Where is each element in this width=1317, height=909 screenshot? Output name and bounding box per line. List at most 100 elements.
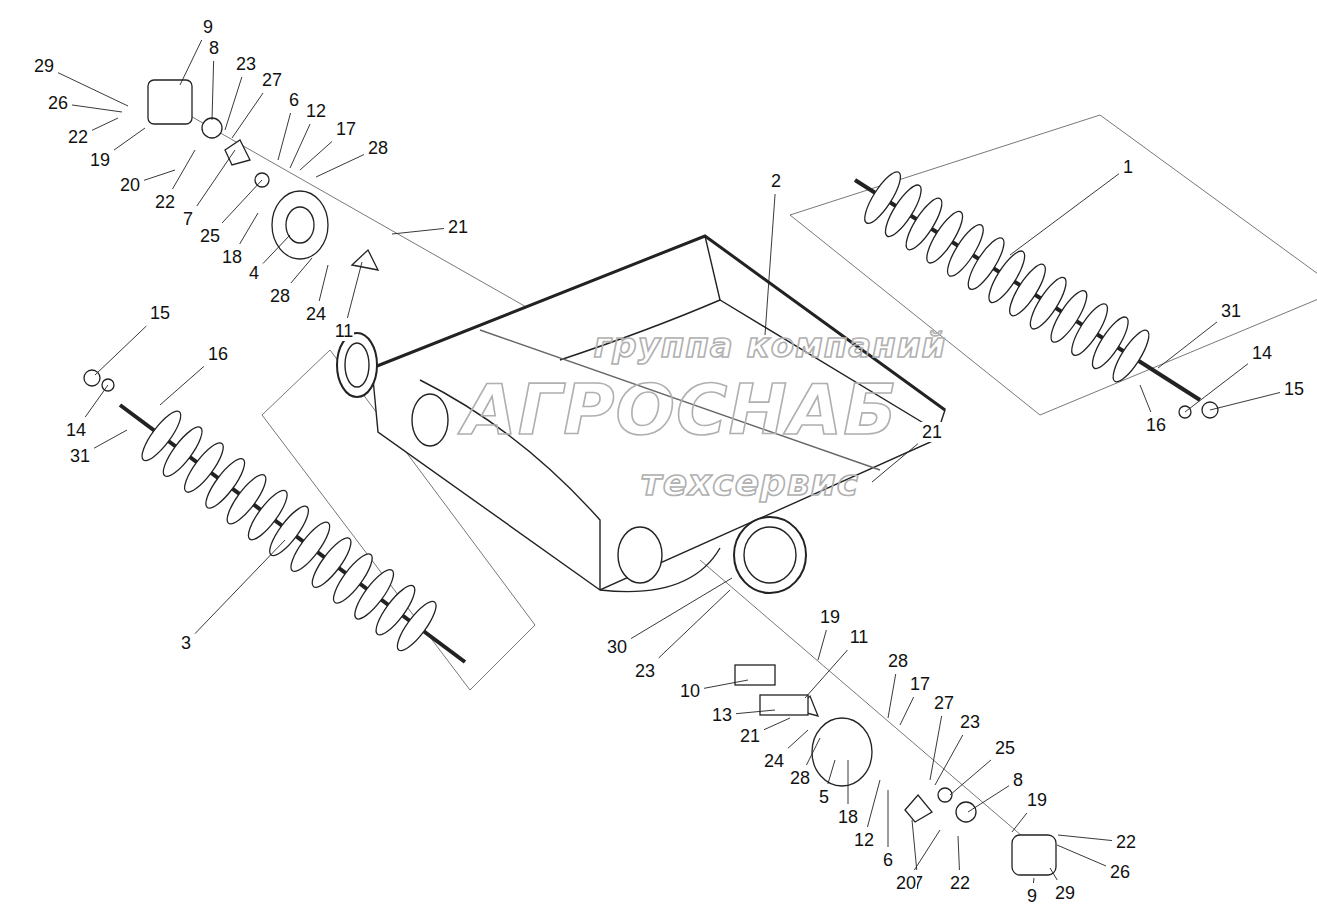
callout-number: 6 xyxy=(882,850,894,870)
leader-line xyxy=(240,213,258,244)
callout-number: 21 xyxy=(739,726,761,746)
bracket xyxy=(352,250,378,270)
leader-line xyxy=(1033,878,1035,883)
leader-line xyxy=(1058,835,1112,841)
leader-line xyxy=(278,113,291,160)
auger-flight xyxy=(1107,326,1154,386)
watermark: АГРОСНАБ xyxy=(462,369,897,451)
leader-line xyxy=(888,790,889,847)
callout-number: 11 xyxy=(849,627,870,647)
leader-line xyxy=(935,735,963,785)
tube-end xyxy=(337,333,377,397)
leader-line xyxy=(347,262,362,318)
flange xyxy=(812,718,872,786)
leader-line xyxy=(764,718,790,730)
leader-line xyxy=(1140,385,1151,412)
bearing xyxy=(938,788,952,802)
callout-number: 13 xyxy=(711,705,733,725)
leader-line xyxy=(828,760,835,784)
leader-line xyxy=(704,680,748,688)
leader-line xyxy=(263,235,290,263)
callout-number: 6 xyxy=(288,90,300,110)
callout-number: 17 xyxy=(335,119,357,139)
leader-line xyxy=(1185,364,1248,412)
leader-line xyxy=(291,258,312,283)
callout-number: 26 xyxy=(1109,862,1131,882)
leader-line xyxy=(1057,845,1106,866)
callout-number: 25 xyxy=(199,226,221,246)
leader-line xyxy=(968,786,1009,812)
callout-number: 1 xyxy=(1122,157,1134,177)
tube-end xyxy=(345,343,369,387)
callout-number: 18 xyxy=(837,807,859,827)
callout-number: 21 xyxy=(447,217,469,237)
callout-number: 15 xyxy=(149,303,171,323)
leader-line xyxy=(94,430,127,448)
leader-line xyxy=(232,93,263,138)
leader-line xyxy=(1050,868,1057,880)
sprocket xyxy=(956,802,976,822)
leader-line xyxy=(958,836,959,870)
callout-number: 12 xyxy=(305,101,327,121)
callout-number: 25 xyxy=(994,738,1016,758)
port-hole xyxy=(618,527,662,583)
callout-number: 28 xyxy=(887,651,909,671)
leader-line xyxy=(225,77,242,130)
hopper-body xyxy=(337,236,945,593)
callout-number: 9 xyxy=(202,17,214,37)
body-outline xyxy=(372,236,945,590)
leader-line xyxy=(290,124,310,168)
callout-number: 27 xyxy=(261,70,283,90)
flange xyxy=(286,207,314,243)
callout-number: 22 xyxy=(1115,832,1137,852)
leader-line xyxy=(144,170,175,180)
callout-number: 15 xyxy=(1283,379,1305,399)
leader-line xyxy=(85,385,108,417)
gasket xyxy=(735,665,775,685)
leader-line xyxy=(736,710,775,714)
body-edge xyxy=(705,236,720,300)
callout-number: 17 xyxy=(909,674,931,694)
callout-number: 12 xyxy=(853,830,875,850)
watermark: техсервис xyxy=(641,462,859,503)
callout-number: 19 xyxy=(89,150,111,170)
leader-line xyxy=(195,540,285,634)
leader-line xyxy=(912,820,917,870)
callout-number: 29 xyxy=(33,56,55,76)
callout-number: 29 xyxy=(1054,883,1076,903)
leader-line xyxy=(867,780,880,827)
flange xyxy=(272,191,328,259)
leader-line xyxy=(788,730,808,748)
tube-end xyxy=(744,527,796,583)
drive-parts xyxy=(84,80,1218,875)
leader-line xyxy=(95,326,146,375)
leader-line xyxy=(888,674,896,718)
leader-line xyxy=(950,760,991,795)
leader-line xyxy=(807,738,821,765)
leader-line xyxy=(659,590,730,658)
leader-line xyxy=(72,105,122,112)
leader-line xyxy=(392,228,444,234)
augers xyxy=(120,167,1200,662)
callout-number: 31 xyxy=(1220,301,1242,321)
callout-number: 8 xyxy=(208,38,220,58)
leader-line xyxy=(160,366,204,405)
callout-number: 21 xyxy=(921,422,943,442)
plate xyxy=(760,695,808,715)
callout-number: 28 xyxy=(269,286,291,306)
leader-line xyxy=(1210,393,1280,410)
auger-shaft xyxy=(855,180,1200,400)
sprocket xyxy=(202,118,222,138)
assembly-frames xyxy=(180,110,1317,860)
callout-number: 14 xyxy=(1251,343,1273,363)
leader-line xyxy=(818,630,826,660)
auger-flight xyxy=(392,597,442,656)
leader-line xyxy=(173,150,196,189)
leader-line xyxy=(180,40,202,85)
callout-number: 10 xyxy=(679,681,701,701)
cover xyxy=(148,80,192,124)
callout-number: 9 xyxy=(1026,886,1038,906)
